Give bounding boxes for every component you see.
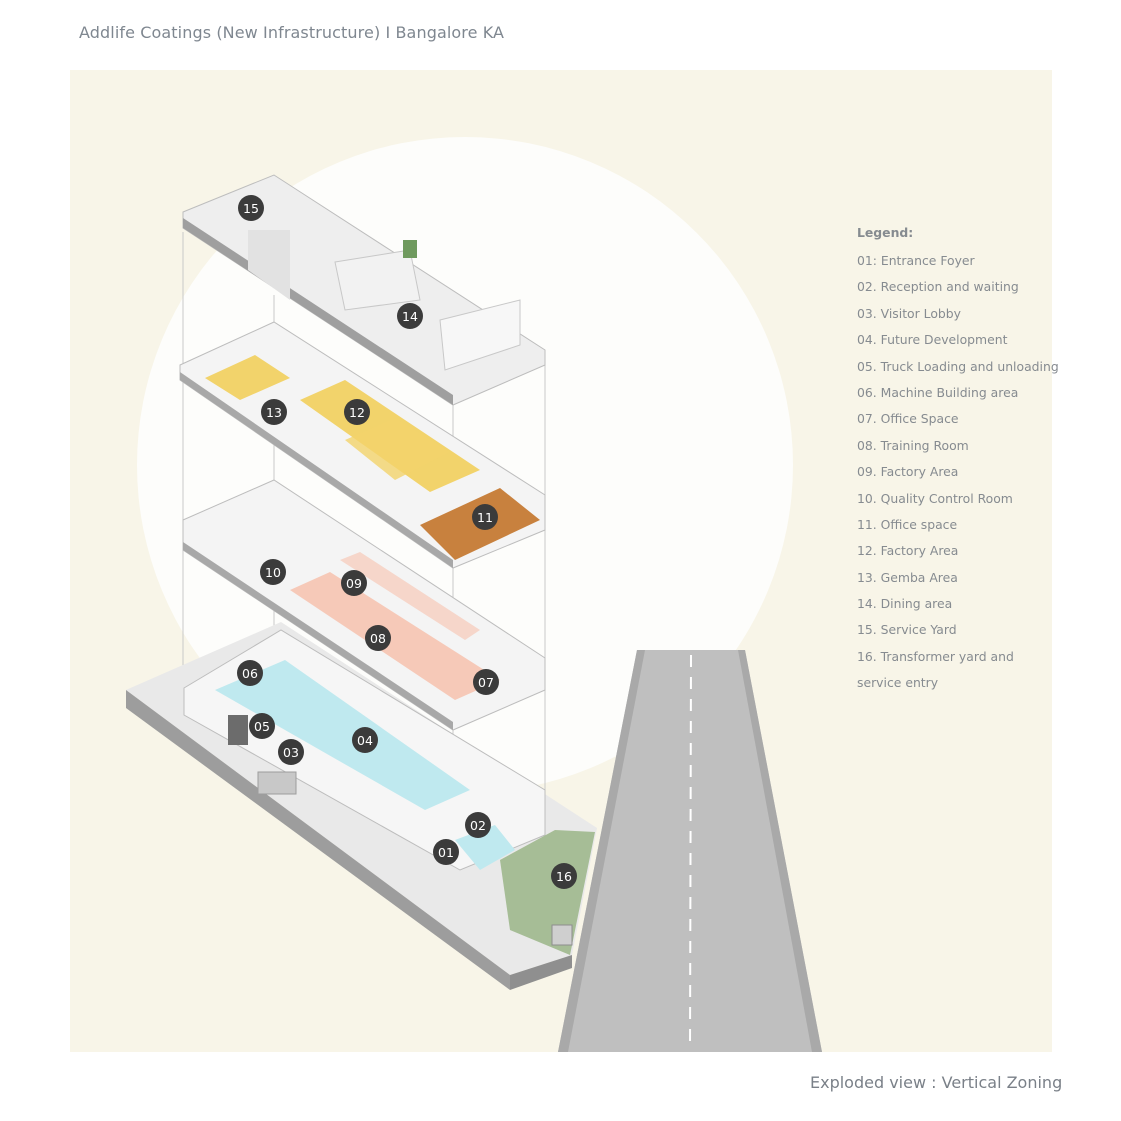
svg-text:12: 12 (349, 405, 365, 420)
marker-13: 13 (261, 399, 287, 425)
legend-item: 12. Factory Area (857, 543, 959, 559)
legend-item: 04. Future Development (857, 332, 1008, 348)
svg-text:16: 16 (556, 869, 572, 884)
marker-16: 16 (551, 863, 577, 889)
legend: Legend: 01: Entrance Foyer 02. Reception… (857, 222, 1059, 697)
marker-14: 14 (397, 303, 423, 329)
legend-item: 10. Quality Control Room (857, 490, 1013, 506)
legend-item: 11. Office space (857, 516, 958, 532)
legend-item: 05. Truck Loading and unloading (857, 358, 1059, 374)
legend-item: 06. Machine Building area (857, 384, 1019, 400)
marker-04: 04 (352, 727, 378, 753)
svg-text:05: 05 (254, 719, 270, 734)
svg-text:13: 13 (266, 405, 282, 420)
svg-text:02: 02 (470, 818, 486, 833)
road (558, 650, 822, 1052)
marker-02: 02 (465, 812, 491, 838)
second-floor-plate (179, 321, 546, 569)
legend-item: 13. Gemba Area (857, 569, 958, 585)
legend-item: 14. Dining area (857, 596, 953, 612)
zone-markers: 15 14 13 12 11 10 09 08 07 06 05 04 03 0… (237, 195, 577, 889)
figure-caption: Exploded view : Vertical Zoning (810, 1073, 1063, 1092)
legend-item: 07. Office Space (857, 411, 959, 427)
svg-text:08: 08 (370, 631, 386, 646)
marker-12: 12 (344, 399, 370, 425)
svg-text:14: 14 (402, 309, 418, 324)
page-title: Addlife Coatings (New Infrastructure) I … (79, 23, 505, 42)
svg-text:04: 04 (357, 733, 373, 748)
marker-10: 10 (260, 559, 286, 585)
legend-item: 01: Entrance Foyer (857, 253, 975, 268)
marker-15: 15 (238, 195, 264, 221)
legend-title: Legend: (857, 225, 914, 240)
legend-item: 15. Service Yard (857, 622, 957, 638)
svg-text:03: 03 (283, 745, 299, 760)
marker-08: 08 (365, 625, 391, 651)
svg-text:06: 06 (242, 666, 258, 681)
svg-text:15: 15 (243, 201, 259, 216)
svg-text:01: 01 (438, 845, 454, 860)
first-floor-plate (182, 479, 546, 731)
legend-item: 09. Factory Area (857, 464, 959, 480)
svg-text:10: 10 (265, 565, 281, 580)
legend-item: 16. Transformer yard and service entry (857, 648, 1014, 691)
ground-floor-plate (126, 622, 597, 990)
legend-item: 02. Reception and waiting (857, 279, 1019, 295)
svg-text:07: 07 (478, 675, 494, 690)
marker-07: 07 (473, 669, 499, 695)
marker-01: 01 (433, 839, 459, 865)
marker-11: 11 (472, 504, 498, 530)
marker-06: 06 (237, 660, 263, 686)
svg-text:11: 11 (477, 510, 493, 525)
legend-item: 08. Training Room (857, 437, 969, 453)
roof-plate (182, 174, 546, 406)
marker-05: 05 (249, 713, 275, 739)
svg-text:09: 09 (346, 576, 362, 591)
marker-03: 03 (278, 739, 304, 765)
legend-item: 03. Visitor Lobby (857, 305, 961, 321)
marker-09: 09 (341, 570, 367, 596)
